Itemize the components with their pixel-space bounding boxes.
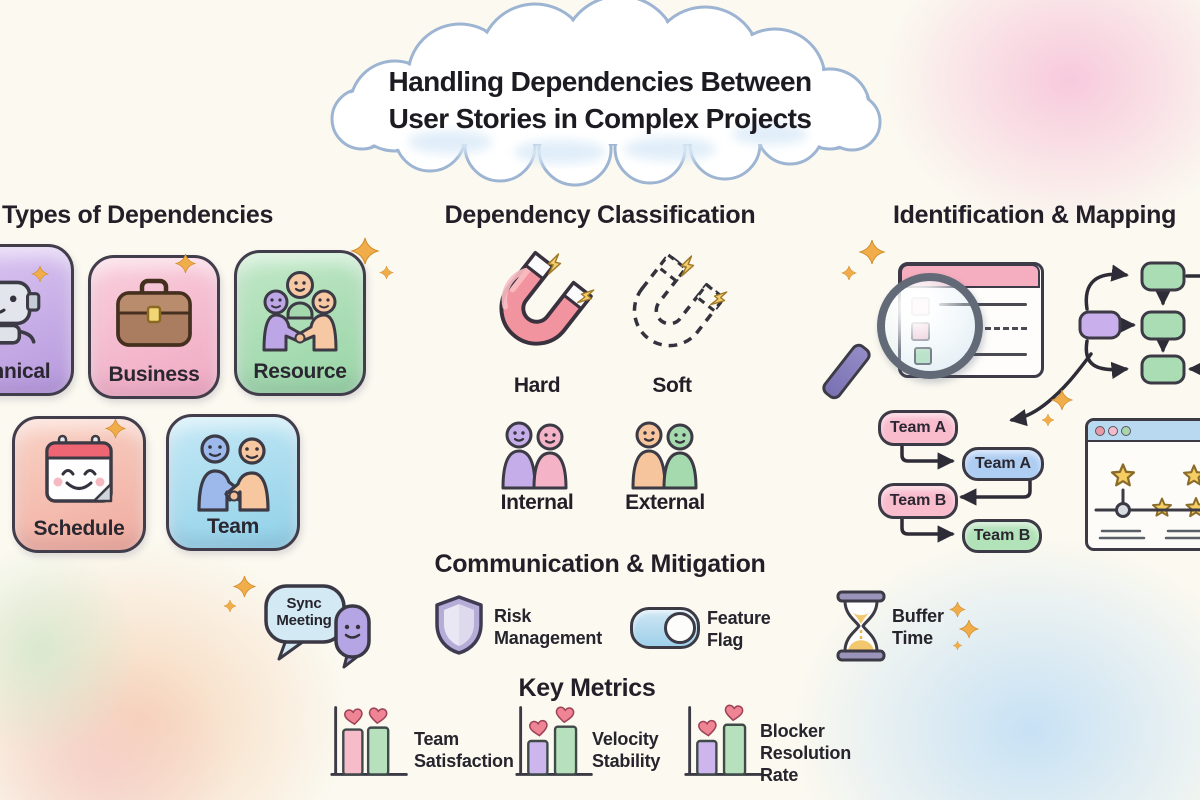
- shield-icon: [435, 595, 483, 655]
- blocker-resolution-chart-icon: [684, 704, 762, 776]
- types-heading: Types of Dependencies: [2, 201, 274, 229]
- briefcase-icon: [116, 278, 192, 347]
- internal-people-icon: [501, 421, 568, 490]
- window-titlebar: [1088, 421, 1200, 442]
- metrics-heading: Key Metrics: [518, 674, 656, 702]
- team-a-label: Team A: [974, 455, 1031, 472]
- blocker-resolution-label: Blocker Resolution Rate: [760, 721, 851, 785]
- magnet-solid-icon: [499, 250, 598, 346]
- external-label: External: [625, 491, 705, 514]
- page-title-line1: Handling Dependencies Between: [388, 66, 813, 97]
- card-business-label: Business: [108, 363, 200, 386]
- team-a-pill-source: Team A: [878, 410, 958, 446]
- team-satisfaction-label: Team Satisfaction: [414, 729, 514, 771]
- hard-label: Hard: [513, 374, 561, 397]
- robot-icon: [0, 280, 41, 345]
- card-business: Business: [88, 255, 220, 399]
- team-b-label: Team B: [889, 492, 947, 509]
- team-satisfaction-chart-icon: [330, 706, 408, 776]
- timeline-window: [1085, 418, 1200, 551]
- handshake-people-icon: [197, 434, 270, 512]
- page-title-line2: User Stories in Complex Projects: [388, 103, 812, 134]
- mapping-heading: Identification & Mapping: [893, 201, 1177, 229]
- buffer-time-label: Buffer Time: [892, 606, 944, 648]
- card-technical: Technical: [0, 244, 74, 396]
- card-team: Team: [166, 414, 300, 551]
- window-dot-icon: [1108, 426, 1118, 436]
- external-people-icon: [631, 421, 698, 490]
- toggle-knob: [664, 612, 696, 644]
- card-resource: Resource: [234, 250, 366, 396]
- background-wash-rose: [0, 600, 290, 800]
- card-resource-label: Resource: [253, 360, 347, 383]
- communication-heading: Communication & Mitigation: [434, 550, 766, 578]
- team-b-pill-source: Team B: [878, 483, 958, 519]
- team-b-pill-target: Team B: [962, 519, 1042, 553]
- team-a-label: Team A: [889, 419, 946, 436]
- classification-heading: Dependency Classification: [444, 201, 756, 229]
- checklist-dashed-line: [985, 327, 1027, 330]
- page-title: Handling Dependencies Between User Stori…: [320, 63, 880, 137]
- checklist-line: [939, 303, 1027, 306]
- window-dot-icon: [1095, 426, 1105, 436]
- toggle-on-icon: [630, 607, 700, 649]
- magnet-dashed-icon: [632, 252, 731, 348]
- milestone-timeline-icon: [1094, 463, 1200, 540]
- card-technical-label: Technical: [0, 360, 51, 383]
- team-a-pill-target: Team A: [962, 447, 1044, 481]
- risk-management-label: Risk Management: [494, 606, 603, 648]
- velocity-stability-chart-icon: [515, 706, 593, 776]
- card-team-label: Team: [206, 515, 260, 538]
- magnifier-lens-icon: [877, 273, 983, 379]
- velocity-stability-label: Velocity Stability: [592, 729, 661, 771]
- soft-label: Soft: [652, 374, 692, 397]
- calendar-icon: [45, 434, 113, 503]
- card-schedule: Schedule: [12, 416, 146, 553]
- sync-meeting-label: Sync Meeting: [276, 595, 332, 629]
- window-dot-icon: [1121, 426, 1131, 436]
- checklist-line: [965, 353, 1027, 356]
- feature-flag-label: Feature Flag: [707, 608, 771, 650]
- internal-label: Internal: [500, 491, 574, 514]
- team-b-label: Team B: [973, 527, 1031, 544]
- people-group-icon: [262, 271, 338, 352]
- card-schedule-label: Schedule: [33, 517, 125, 540]
- hourglass-icon: [836, 590, 886, 662]
